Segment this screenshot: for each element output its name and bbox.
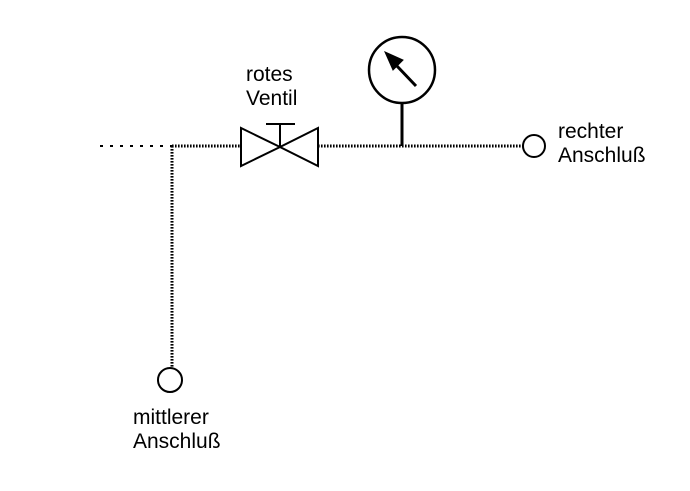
pressure-gauge-icon bbox=[367, 35, 437, 146]
valve-label-line-1: rotes bbox=[246, 63, 293, 86]
gauge-needle-tip bbox=[384, 51, 404, 71]
valve-left-triangle bbox=[240, 126, 283, 168]
valve-label-line-2: Ventil bbox=[246, 87, 298, 110]
right-port-label-line-2: Anschluß bbox=[558, 144, 646, 167]
gauge-needle bbox=[394, 63, 418, 88]
valve-right-triangle bbox=[277, 126, 319, 168]
pipe-network bbox=[100, 144, 523, 368]
right-port-label: rechter Anschluß bbox=[558, 120, 646, 168]
valve-icon bbox=[240, 123, 319, 168]
middle-port-label: mittlerer Anschluß bbox=[133, 406, 221, 454]
middle-port-label-line-2: Anschluß bbox=[133, 430, 221, 453]
right-port-icon bbox=[522, 134, 546, 158]
valve-label: rotes Ventil bbox=[246, 63, 297, 111]
middle-port-label-line-1: mittlerer bbox=[133, 406, 209, 429]
middle-port-icon bbox=[157, 367, 183, 393]
right-port-label-line-1: rechter bbox=[558, 120, 624, 143]
